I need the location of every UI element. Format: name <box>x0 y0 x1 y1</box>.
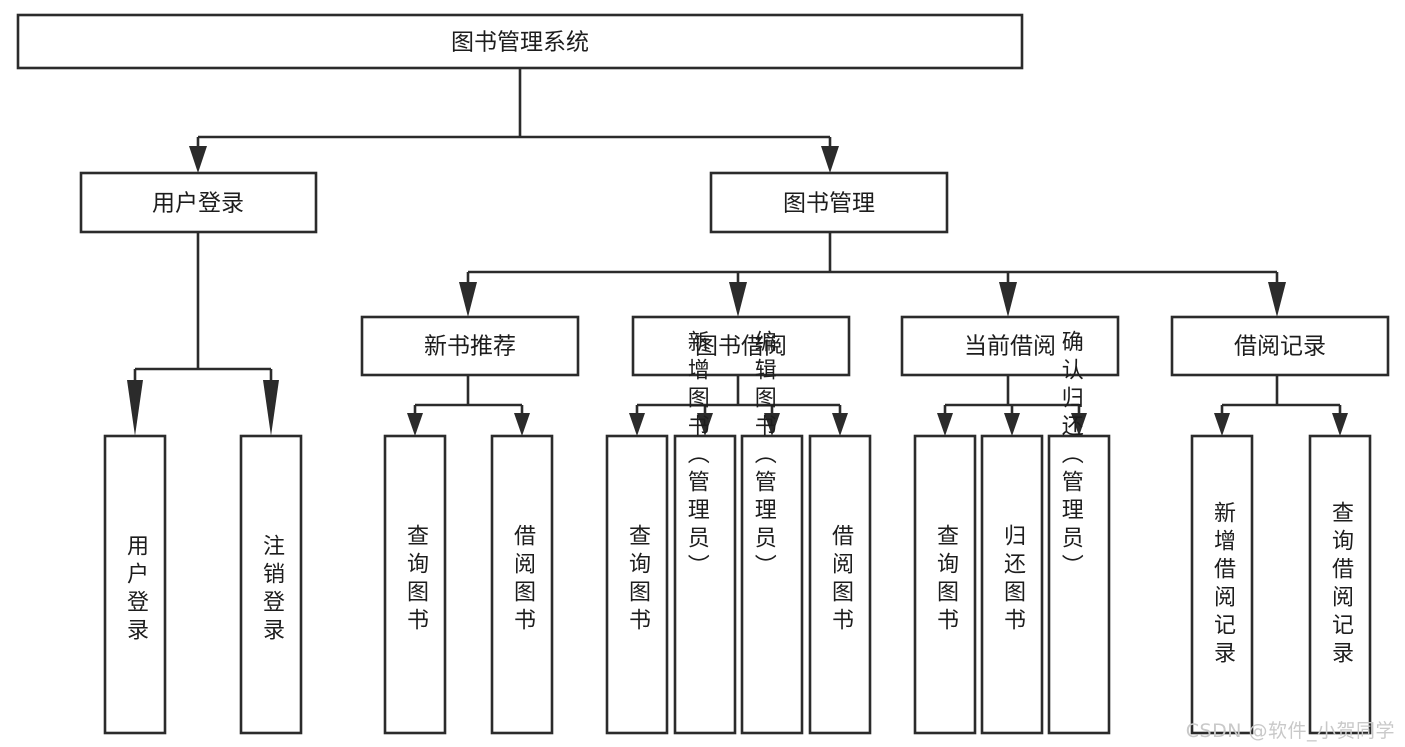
leaf-add-book-box[interactable] <box>673 434 737 735</box>
borrow-record-box[interactable] <box>1170 315 1390 377</box>
arrow-to-borrow-record <box>1268 282 1286 317</box>
node-new-book-recommend[interactable]: 新书推荐 <box>360 315 580 377</box>
leaf-return-book-box[interactable] <box>980 434 1044 735</box>
leaf-return-book[interactable]: 归还图书 <box>980 434 1044 735</box>
user-login-label: 用户登录 <box>152 191 244 217</box>
leaf-user-login-label: 用户登录 <box>123 534 149 646</box>
leaf-query-book-current-box[interactable] <box>913 434 977 735</box>
connector-layer <box>127 68 1348 436</box>
leaf-query-book-current[interactable]: 查询图书 <box>913 434 977 735</box>
leaf-edit-book-box[interactable] <box>740 434 804 735</box>
leaf-logout-label: 注销登录 <box>259 534 285 646</box>
root-label: 图书管理系统 <box>451 30 589 56</box>
leaf-query-borrow-record[interactable]: 查询借阅记录 <box>1308 434 1372 735</box>
root-box[interactable] <box>16 13 1024 70</box>
node-borrow-record[interactable]: 借阅记录 <box>1170 315 1390 377</box>
node-book-management[interactable]: 图书管理 <box>709 171 949 234</box>
leaf-logout[interactable]: 注销登录 <box>239 434 303 735</box>
leaf-query-book-recommend-label: 查询图书 <box>403 524 429 636</box>
arrow-leaf-query-record <box>1332 413 1348 436</box>
book-borrow-label: 图书借阅 <box>695 334 787 360</box>
leaf-add-book[interactable]: 新增图书（管理员） <box>673 330 737 735</box>
leaf-query-borrow-record-label: 查询借阅记录 <box>1328 501 1354 669</box>
leaf-edit-book[interactable]: 编辑图书（管理员） <box>740 330 804 735</box>
arrow-leaf-borrow-book-b <box>832 413 848 436</box>
borrow-record-label: 借阅记录 <box>1234 334 1326 360</box>
book-management-box[interactable] <box>709 171 949 234</box>
node-book-borrow[interactable]: 图书借阅 <box>631 315 851 377</box>
leaf-query-book-recommend-box[interactable] <box>383 434 447 735</box>
leaf-borrow-book-box[interactable] <box>808 434 872 735</box>
new-book-recommend-box[interactable] <box>360 315 580 377</box>
book-borrow-box[interactable] <box>631 315 851 377</box>
arrow-leaf-query-book-c <box>937 413 953 436</box>
arrow-leaf-borrow-book-a <box>514 413 530 436</box>
arrow-to-new-book-recommend <box>459 282 477 317</box>
arrow-leaf-query-book-b <box>629 413 645 436</box>
arrow-leaf-confirm-return <box>1071 413 1087 436</box>
arrow-leaf-query-book-a <box>407 413 423 436</box>
leaf-add-borrow-record-label: 新增借阅记录 <box>1210 501 1236 669</box>
arrow-leaf-add-record <box>1214 413 1230 436</box>
leaf-add-book-label: 新增图书（管理员） <box>684 330 710 582</box>
arrow-to-book-mgmt <box>821 146 839 173</box>
leaf-query-book-borrow-label: 查询图书 <box>625 524 651 636</box>
leaf-query-book-borrow-box[interactable] <box>605 434 669 735</box>
leaf-query-book-borrow[interactable]: 查询图书 <box>605 434 669 735</box>
current-borrow-box[interactable] <box>900 315 1120 377</box>
user-login-box[interactable] <box>79 171 318 234</box>
arrow-leaf-return-book <box>1004 413 1020 436</box>
node-user-login[interactable]: 用户登录 <box>79 171 318 234</box>
book-management-label: 图书管理 <box>783 191 875 217</box>
arrow-to-current-borrow <box>999 282 1017 317</box>
leaf-query-borrow-record-box[interactable] <box>1308 434 1372 735</box>
arrow-leaf-user-login <box>127 380 143 436</box>
leaf-query-book-current-label: 查询图书 <box>933 524 959 636</box>
current-borrow-label: 当前借阅 <box>964 334 1056 360</box>
leaf-user-login[interactable]: 用户登录 <box>103 434 167 735</box>
arrow-leaf-logout <box>263 380 279 436</box>
leaf-query-book-recommend[interactable]: 查询图书 <box>383 434 447 735</box>
leaf-borrow-book-recommend-label: 借阅图书 <box>510 524 536 636</box>
leaf-borrow-book-recommend[interactable]: 借阅图书 <box>490 434 554 735</box>
new-book-recommend-label: 新书推荐 <box>424 334 516 360</box>
leaf-user-login-box[interactable] <box>103 434 167 735</box>
leaf-return-book-label: 归还图书 <box>1000 524 1026 636</box>
arrow-leaf-add-book <box>697 413 713 436</box>
arrow-to-book-borrow <box>729 282 747 317</box>
leaf-confirm-return-box[interactable] <box>1047 434 1111 735</box>
csdn-watermark: CSDN @软件_小贺同学 <box>1185 720 1395 742</box>
leaf-borrow-book-label: 借阅图书 <box>828 524 854 636</box>
leaf-edit-book-label: 编辑图书（管理员） <box>751 330 777 582</box>
leaf-logout-box[interactable] <box>239 434 303 735</box>
arrow-to-user-login <box>189 146 207 173</box>
leaf-add-borrow-record[interactable]: 新增借阅记录 <box>1190 434 1254 735</box>
node-root-system[interactable]: 图书管理系统 <box>16 13 1024 70</box>
leaf-add-borrow-record-box[interactable] <box>1190 434 1254 735</box>
node-current-borrow[interactable]: 当前借阅 <box>900 315 1120 377</box>
leaf-confirm-return[interactable]: 确认归还（管理员） <box>1047 330 1111 735</box>
leaf-confirm-return-label: 确认归还（管理员） <box>1058 330 1084 582</box>
leaf-borrow-book-recommend-box[interactable] <box>490 434 554 735</box>
leaf-borrow-book[interactable]: 借阅图书 <box>808 434 872 735</box>
arrow-leaf-edit-book <box>764 413 780 436</box>
